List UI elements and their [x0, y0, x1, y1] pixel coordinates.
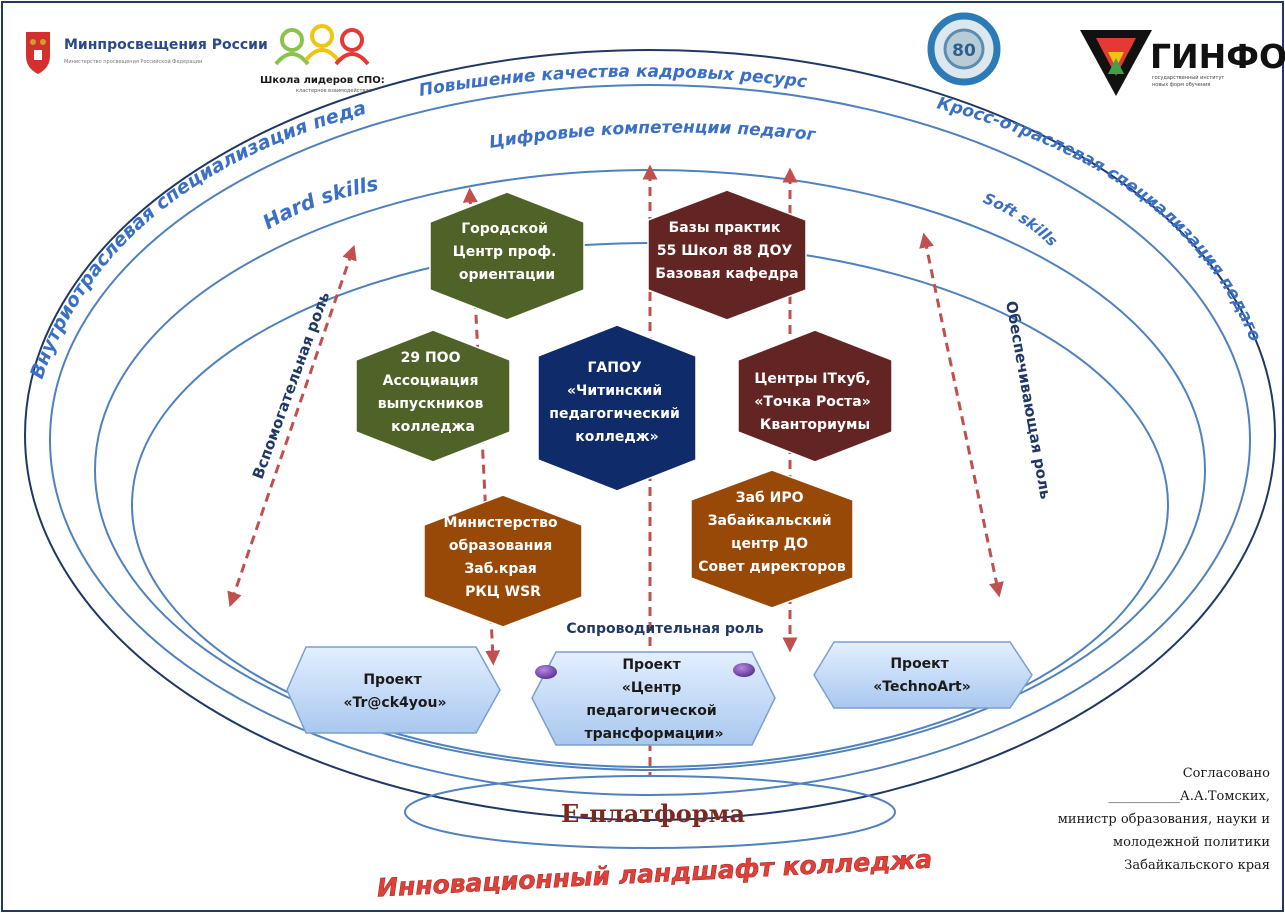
svg-text:Минпросвещения России: Минпросвещения России	[64, 37, 268, 53]
svg-text:молодежной политики: молодежной политики	[1113, 835, 1270, 850]
hex-poo: 29 ПОО Ассоциация выпускников колледжа	[355, 329, 511, 463]
landscape-title: Инновационный ландшафт колледжа	[376, 844, 932, 902]
minpros-logo: Минпросвещения России Министерство просв…	[26, 32, 268, 74]
hex-practice-bases: Базы практик 55 Школ 88 ДОУ Базовая кафе…	[647, 189, 807, 321]
e-platform-label: Е-платформа	[561, 799, 745, 828]
ginfo-triangle-icon	[1080, 30, 1152, 96]
auxiliary-arrow	[227, 244, 357, 608]
ring-text-hard-skills: Hard skills	[258, 171, 380, 234]
svg-text:29 ПОО Ассоциация: 29 ПОО Ассоциация выпускников колледжа	[378, 350, 488, 435]
svg-text:ГИНФО: ГИНФО	[1150, 37, 1285, 76]
hex-ministry: Министерство образования Заб.края РКЦ WS…	[423, 494, 583, 628]
svg-text:кластерное взаимодействие: кластерное взаимодействие	[296, 87, 372, 94]
anniversary-logo: 80	[927, 12, 1001, 86]
supporting-role-label: Обеспечивающая роль	[1002, 300, 1055, 501]
anniversary-icon: 80	[952, 41, 976, 61]
project-track: Проект «Tr@ck4you»	[286, 646, 501, 734]
hex-iro: Заб ИРО Забайкальский центр ДО Совет дир…	[690, 469, 854, 609]
bullet-dot-right	[733, 663, 755, 677]
svg-text:Согласовано: Согласовано	[1183, 766, 1270, 781]
emblem-icon	[26, 32, 50, 74]
svg-text:Школа лидеров СПО:: Школа лидеров СПО:	[260, 75, 385, 86]
project-center: Проект «Центр педагогической трансформац…	[531, 651, 776, 746]
svg-text:Центры ITкуб, «Точка Рос: Центры ITкуб, «Точка Роста» Кванториумы	[754, 371, 875, 433]
approval-block: Согласовано ___________А.А.Томских, мини…	[1058, 766, 1270, 873]
svg-text:Базы практик 55 Школ: Базы практик 55 Школ 88 ДОУ Базовая кафе…	[655, 220, 798, 282]
svg-text:Забайкальского края: Забайкальского края	[1124, 858, 1270, 873]
svg-text:министр образования, науки и: министр образования, науки и	[1058, 812, 1270, 827]
ring-text-soft-skills: Soft skills	[981, 189, 1062, 250]
svg-text:Проект «Центр педа: Проект «Центр педагогической трансформац…	[584, 657, 723, 742]
svg-text:Проект «Tr@ck4you»: Проект «Tr@ck4you»	[343, 672, 446, 711]
outer-ring	[24, 49, 1276, 821]
school-logo: Школа лидеров СПО: кластерное взаимодейс…	[260, 24, 385, 94]
svg-text:ГАПОУ «Читинский п: ГАПОУ «Читинский педагогический колледж»	[549, 360, 684, 445]
svg-text:Министерство просвещения Росси: Министерство просвещения Российской Феде…	[64, 58, 202, 65]
hex-city-center: Городской Центр проф. ориентации	[429, 191, 585, 321]
accompanying-role-label: Сопроводительная роль	[566, 621, 763, 637]
outer-inner-ring	[49, 84, 1251, 796]
svg-text:новых форм обучения: новых форм обучения	[1152, 82, 1210, 88]
supporting-arrow	[919, 232, 1004, 598]
hex-college: ГАПОУ «Читинский педагогический колледж»	[537, 324, 697, 492]
hex-itcube: Центры ITкуб, «Точка Роста» Кванториумы	[737, 329, 893, 463]
project-techno: Проект «TechnoArt»	[813, 641, 1033, 709]
ginfo-logo: ГИНФО государственный институт новых фор…	[1080, 30, 1285, 96]
svg-text:государственный институт: государственный институт	[1152, 74, 1224, 81]
svg-text:___________А.А.Томских,: ___________А.А.Томских,	[1108, 789, 1270, 804]
svg-text:Проект «TechnoArt»: Проект «TechnoArt»	[873, 656, 971, 695]
svg-text:Городской Центр проф.: Городской Центр проф. ориентации	[453, 221, 562, 283]
svg-text:Министерство образования: Министерство образования Заб.края РКЦ WS…	[444, 515, 563, 600]
bullet-dot-left	[535, 665, 557, 679]
auxiliary-role-label: Вспомогательная роль	[249, 289, 334, 481]
platform-ellipse	[404, 775, 896, 849]
svg-text:Заб ИРО Забайкальский: Заб ИРО Забайкальский центр ДО Совет дир…	[698, 490, 846, 575]
people-icon	[274, 24, 370, 66]
